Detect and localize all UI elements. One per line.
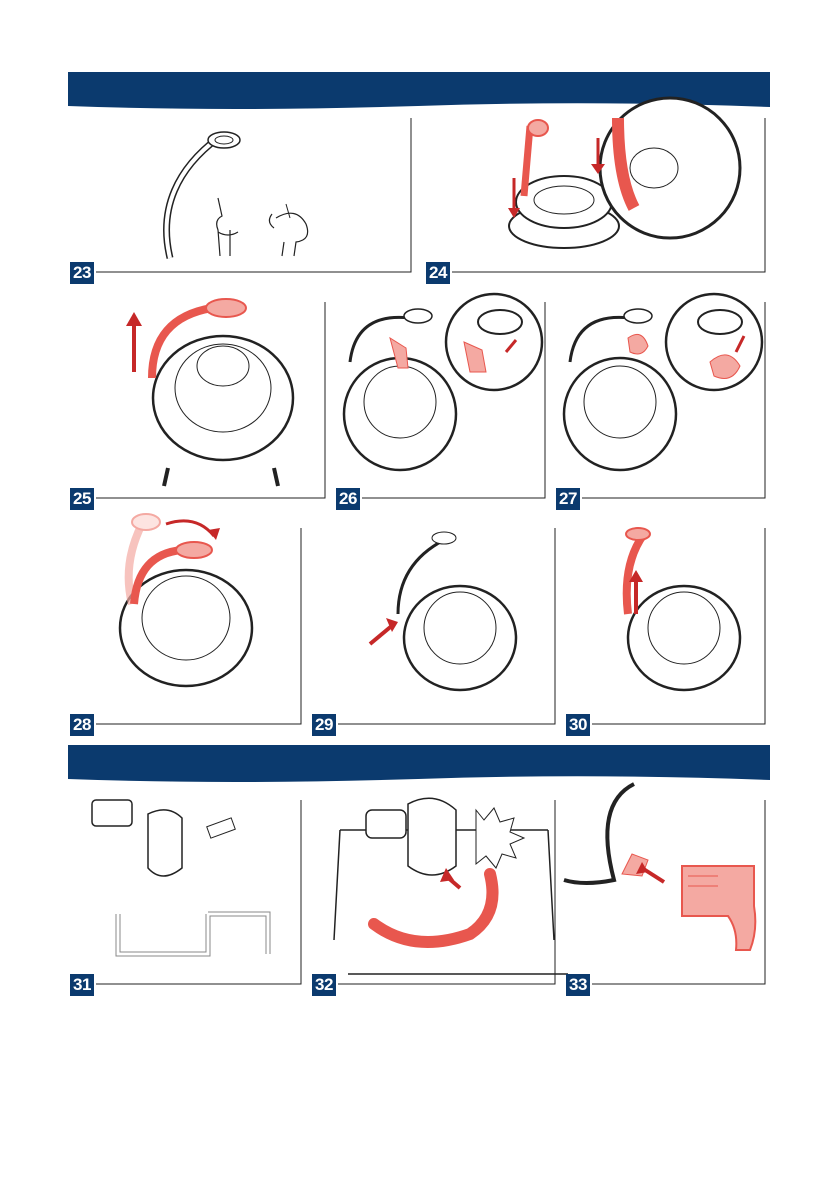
step-24-panel: 24 — [424, 118, 766, 276]
step-number: 28 — [70, 714, 94, 736]
rotate-toy-bar-illustration — [118, 504, 298, 704]
step-number: 30 — [566, 714, 590, 736]
step-number: 24 — [426, 262, 450, 284]
step-26-panel: 26 — [334, 302, 546, 500]
base-and-legs-parts-illustration — [88, 784, 288, 964]
step-31-panel: 31 — [68, 800, 302, 990]
step-number: 33 — [566, 974, 590, 996]
attach-elephant-toy-illustration — [560, 302, 760, 482]
insert-leg-into-base-illustration — [320, 784, 550, 964]
step-number: 31 — [70, 974, 94, 996]
attach-giraffe-toy-illustration — [340, 302, 540, 482]
step-number: 27 — [556, 488, 580, 510]
step-25-panel: 25 — [68, 302, 326, 500]
step-number: 29 — [312, 714, 336, 736]
press-release-button-illustration — [360, 514, 550, 714]
attach-toy-bar-illustration — [494, 118, 744, 268]
lift-toy-bar-illustration — [128, 288, 308, 488]
remove-toy-bar-illustration — [604, 514, 764, 714]
step-23-panel: 23 — [68, 118, 412, 276]
step-30-panel: 30 — [564, 528, 766, 726]
section-header-band-base-legs — [68, 745, 770, 785]
step-33-panel: 33 — [564, 800, 766, 990]
step-27-panel: 27 — [554, 302, 766, 500]
step-32-panel: 32 — [310, 800, 556, 990]
step-number: 25 — [70, 488, 94, 510]
step-28-panel: 28 — [68, 528, 302, 726]
toy-bar-and-toys-illustration — [158, 128, 338, 268]
step-29-panel: 29 — [310, 528, 556, 726]
step-number: 26 — [336, 488, 360, 510]
step-number: 32 — [312, 974, 336, 996]
leg-connector-detail-illustration — [564, 784, 764, 964]
step-number: 23 — [70, 262, 94, 284]
